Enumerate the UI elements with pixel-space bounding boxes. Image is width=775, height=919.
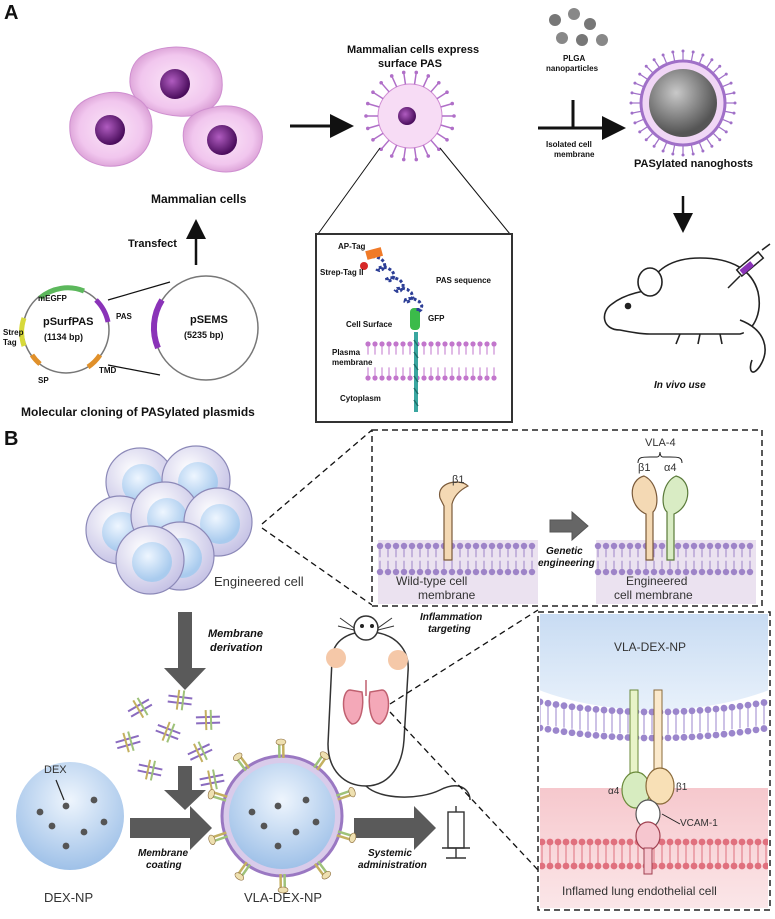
plga-label-1: PLGA	[563, 54, 586, 63]
membrane-fragments	[115, 689, 225, 791]
dex-nanoparticle	[16, 762, 124, 870]
isolated-label-1: Isolated cell	[546, 140, 592, 149]
in-vivo-label: In vivo use	[654, 380, 706, 391]
box1-wild-2: membrane	[418, 588, 476, 602]
plga-label-2: nanoparticles	[546, 64, 599, 73]
box2-beta1: β1	[676, 782, 688, 793]
plasmid-small-name: pSurfPAS	[43, 316, 94, 328]
box1-alpha4-eng: α4	[664, 462, 677, 474]
merge-arrow	[538, 100, 626, 140]
systemic-2: administration	[358, 860, 427, 871]
engineered-cell-label: Engineered cell	[214, 574, 304, 589]
inset-plasma-2: membrane	[332, 358, 373, 367]
dex-np-label: DEX-NP	[44, 890, 94, 905]
inset-zoom-line-left	[317, 147, 381, 235]
surface-pas-title-2: surface PAS	[378, 58, 442, 70]
nanoghosts-label: PASylated nanoghosts	[634, 158, 753, 170]
membrane-comparison-box	[371, 429, 763, 607]
systemic-1: Systemic	[368, 848, 412, 859]
box1-genetic-1: Genetic	[546, 546, 583, 557]
mouse-illustration	[603, 257, 766, 373]
inset-pas-sequence: PAS sequence	[436, 276, 491, 285]
mammalian-cells	[69, 46, 263, 173]
membrane-coating-right-arrow	[130, 806, 212, 850]
transfect-label: Transfect	[128, 238, 177, 250]
isolated-label-2: membrane	[554, 150, 595, 159]
membrane-coating-1: Membrane	[138, 848, 189, 859]
inset-zoom-line-right	[439, 147, 511, 235]
box1-wild-1: Wild-type cell	[396, 574, 468, 588]
plasmid-seg-pas: PAS	[116, 312, 132, 321]
plasmid-large-size: (5235 bp)	[184, 330, 224, 340]
box1-beta1-wild: β1	[452, 474, 465, 486]
plasmid-psems	[150, 275, 259, 381]
systemic-arrow	[354, 806, 436, 850]
vla-dex-np-label: VLA-DEX-NP	[244, 890, 323, 905]
plga-nanoparticles	[549, 8, 608, 46]
cloning-label: Molecular cloning of PASylated plasmids	[21, 405, 255, 419]
inset-cell-surface: Cell Surface	[346, 320, 393, 329]
plasmid-zoom-line-bottom	[107, 364, 161, 376]
plasmid-large-name: pSEMS	[190, 314, 228, 326]
b-zoom-line-bottom	[261, 527, 373, 606]
pas-surface-cell	[364, 70, 456, 162]
mammalian-cells-label: Mammalian cells	[151, 192, 247, 206]
mouse-b	[326, 615, 471, 801]
plasmid-seg-megfp: mEGFP	[38, 294, 67, 303]
vla-dex-nanoparticle	[207, 738, 357, 894]
membrane-derivation-1: Membrane	[208, 628, 264, 640]
syringe-a	[727, 243, 771, 289]
box1-vla4: VLA-4	[645, 437, 676, 449]
membrane-derivation-arrow	[164, 612, 206, 690]
pas-structure-inset	[315, 233, 513, 423]
b2-zoom-line-bottom	[389, 711, 539, 871]
targeting-box	[537, 611, 771, 911]
plasmid-zoom-line-top	[107, 281, 171, 301]
box2-vcam: VCAM-1	[680, 818, 718, 829]
membrane-derivation-2: derivation	[210, 642, 263, 654]
panel-a-letter: A	[4, 2, 19, 24]
box2-inflamed: Inflamed lung endothelial cell	[562, 884, 717, 898]
membrane-coating-2: coating	[146, 860, 182, 871]
inset-strep-tag: Strep-Tag II	[320, 268, 364, 277]
box1-genetic-2: engineering	[538, 558, 595, 569]
inset-plasma-1: Plasma	[332, 348, 361, 357]
syringe-b	[442, 806, 470, 859]
plasmid-seg-sp: SP	[38, 376, 49, 385]
inflammation-1: Inflammation	[420, 612, 483, 623]
panel-b-letter: B	[4, 428, 19, 450]
b-zoom-line-top	[261, 429, 373, 525]
dex-label: DEX	[44, 764, 67, 776]
plasmid-small-size: (1134 bp)	[44, 332, 84, 342]
surface-pas-title-1: Mammalian cells express	[347, 44, 480, 56]
inflammation-2: targeting	[428, 624, 471, 635]
plasmid-seg-strep: Strep Tag	[3, 328, 24, 347]
box1-eng-2: cell membrane	[614, 588, 693, 602]
box1-beta1-eng: β1	[638, 462, 651, 474]
plasmid-psurfpas	[19, 285, 111, 374]
pasylated-nanoghost	[629, 49, 737, 157]
plasmid-seg-tmd: TMD	[99, 366, 117, 375]
box2-alpha4: α4	[608, 786, 620, 797]
engineered-cell-cluster	[85, 445, 253, 595]
box2-vla-dex-np: VLA-DEX-NP	[614, 640, 687, 654]
inset-ap-tag: AP-Tag	[338, 242, 366, 251]
box1-eng-1: Engineered	[626, 574, 688, 588]
inset-cytoplasm: Cytoplasm	[340, 394, 381, 403]
membrane-coating-down-arrow	[164, 766, 206, 810]
inset-gfp: GFP	[428, 314, 445, 323]
